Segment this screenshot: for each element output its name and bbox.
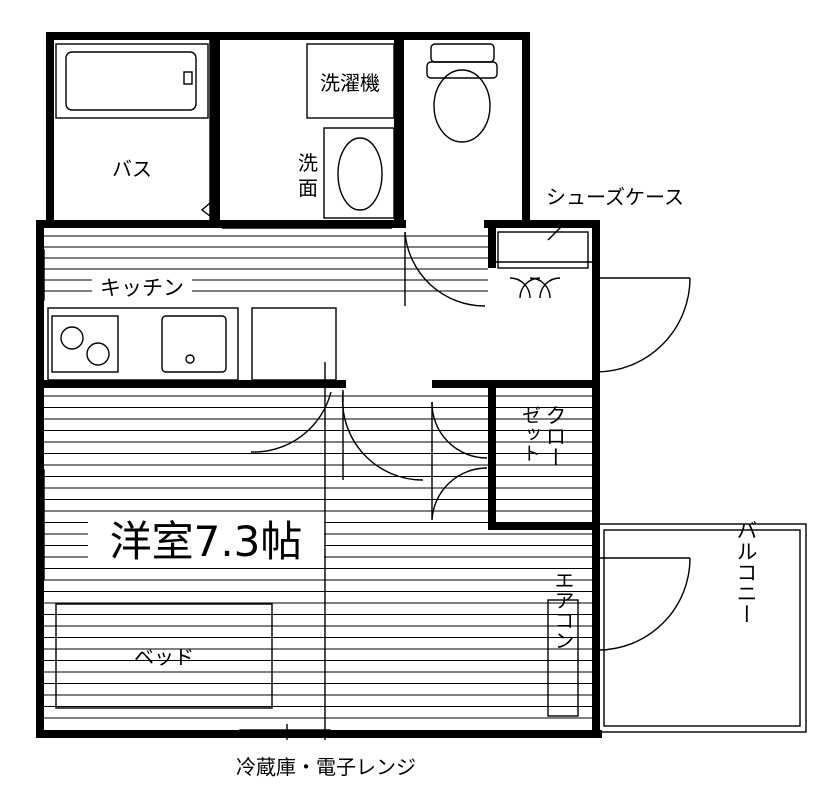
bath-label: バス [112,157,152,181]
fridge-label: 冷蔵庫・電子レンジ [236,755,416,779]
bed-label: ベッド [134,645,194,669]
balcony-label: バルコニー [734,520,758,625]
kitchen-label: キッチン [100,276,184,300]
doors [250,231,691,651]
washroom-label-2: 面 [298,176,318,200]
stove [51,315,119,373]
drain-icon [183,71,193,85]
shoe-case [497,231,589,269]
wash-basin [323,127,395,219]
living-fixtures [37,469,579,740]
bathtub [55,43,209,119]
washroom-label-1: 洗 [298,151,318,175]
closet-label-col1: クロー [543,405,567,468]
balcony [597,523,807,733]
fridge-space [251,307,337,381]
bathroom [55,40,214,220]
living-room-label: 洋室7.3帖 [110,517,303,566]
shoe-case-label: シューズケース [546,185,684,209]
toilet-tank [430,43,495,63]
burner-icon [86,342,110,366]
washer-label: 洗濯機 [320,71,380,95]
sink [161,315,227,373]
labels: バス 洗濯機 洗 面 シューズケース キッチン クロー ゼット 洋室7.3帖 ベ… [88,71,758,779]
walls [36,32,602,738]
shoe-case-area [492,225,594,299]
toilet-room [426,43,498,143]
toilet-bowl [433,69,491,143]
aircon-label: エアコン [551,570,575,650]
bed [55,603,273,709]
burner-icon [60,326,84,350]
closet-label-col2: ゼット [519,405,541,462]
aircon-unit [547,599,579,717]
